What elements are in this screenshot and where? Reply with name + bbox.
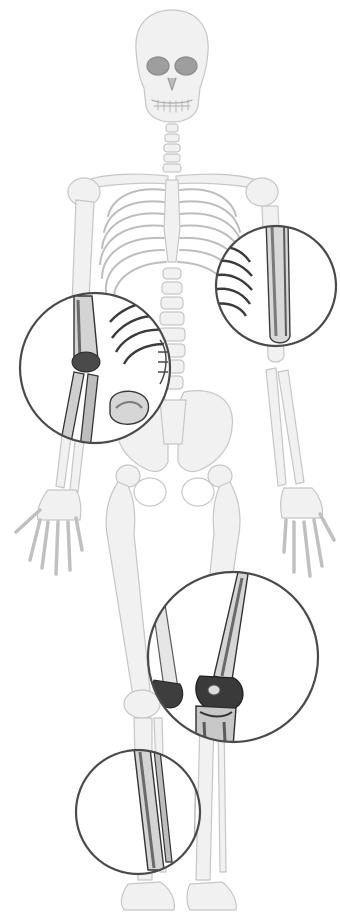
cervical-spine <box>163 124 181 172</box>
sternum <box>164 180 180 262</box>
skull <box>136 10 208 122</box>
highlight-knee <box>148 572 318 760</box>
